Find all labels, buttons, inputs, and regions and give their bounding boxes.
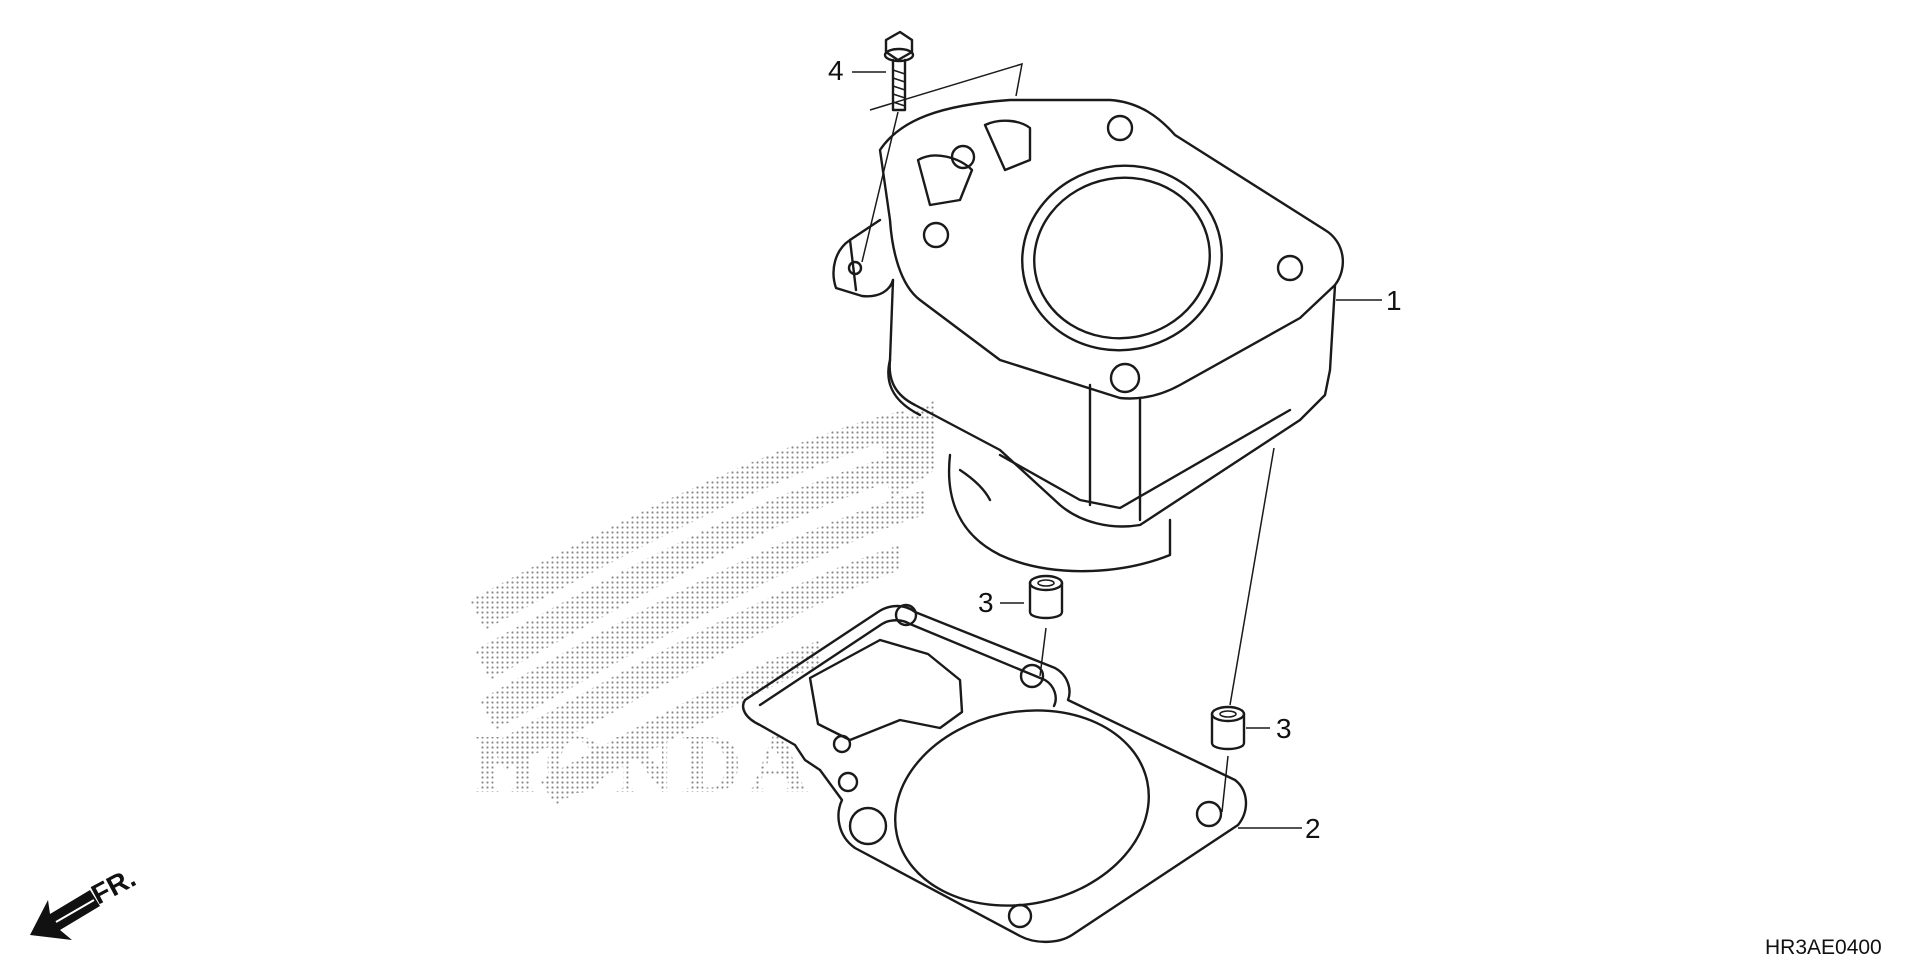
callout-4: 4 bbox=[828, 55, 844, 86]
callout-2: 2 bbox=[1305, 813, 1321, 844]
watermark-text: HONDA bbox=[472, 718, 815, 811]
front-indicator: FR. bbox=[30, 862, 141, 940]
arrow-down-left-icon bbox=[30, 890, 100, 940]
cylinder-gasket-part-2 bbox=[741, 603, 1248, 944]
honda-wing-watermark: HONDA bbox=[470, 400, 935, 811]
callout-3-left: 3 bbox=[978, 587, 994, 618]
diagram-code: HR3AE0400 bbox=[1765, 936, 1882, 959]
callout-leaders bbox=[852, 71, 1382, 829]
callout-3-right: 3 bbox=[1276, 713, 1292, 744]
bolt-part-4 bbox=[861, 30, 915, 263]
callout-1: 1 bbox=[1386, 285, 1402, 316]
cylinder-part-1 bbox=[832, 62, 1344, 573]
dowel-pin-right bbox=[1210, 447, 1275, 813]
